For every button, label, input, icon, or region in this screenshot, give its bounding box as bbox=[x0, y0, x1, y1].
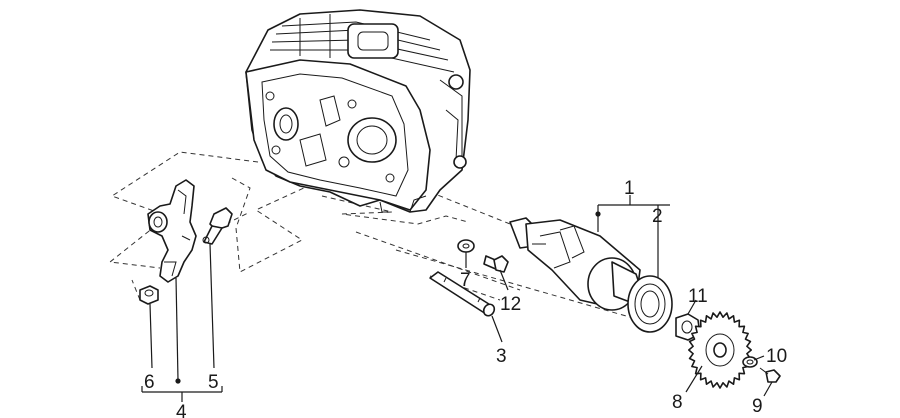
callout-7: 7 bbox=[460, 270, 471, 291]
callout-12: 12 bbox=[500, 294, 521, 315]
adjuster-screw bbox=[202, 207, 233, 245]
callout-3: 3 bbox=[496, 346, 507, 367]
bolt-sprocket bbox=[759, 367, 781, 383]
callout-10: 10 bbox=[766, 346, 787, 367]
callout-1: 1 bbox=[624, 178, 635, 199]
camshaft bbox=[509, 217, 643, 311]
rocker-arm bbox=[147, 179, 197, 283]
bolt-small bbox=[483, 255, 509, 273]
leader-lines bbox=[141, 195, 773, 402]
callout-6: 6 bbox=[144, 372, 155, 393]
callout-labels: 1 2 3 4 5 6 7 8 9 10 11 12 bbox=[144, 178, 787, 418]
bearing bbox=[627, 275, 673, 333]
callout-5: 5 bbox=[208, 372, 219, 393]
callout-11: 11 bbox=[688, 286, 708, 307]
washer-sprocket bbox=[742, 356, 758, 368]
callout-2: 2 bbox=[652, 206, 663, 227]
rocker-shaft bbox=[429, 271, 496, 317]
cylinder-head bbox=[245, 9, 471, 213]
sprocket bbox=[688, 311, 752, 389]
callout-8: 8 bbox=[672, 392, 683, 413]
lock-nut bbox=[139, 285, 159, 305]
callout-4: 4 bbox=[176, 402, 187, 418]
washer bbox=[457, 239, 475, 253]
callout-9: 9 bbox=[752, 396, 763, 417]
